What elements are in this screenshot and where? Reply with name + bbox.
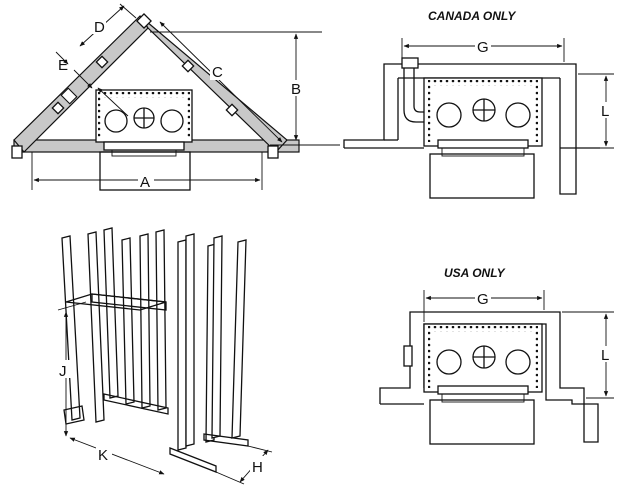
dim-label-c: C xyxy=(212,64,223,81)
corner-fireplace-unit xyxy=(60,87,193,191)
dim-label-l-canada: L xyxy=(601,103,609,120)
dim-label-d: D xyxy=(94,19,105,36)
corner-dimensions xyxy=(31,3,340,190)
corner-install-diagram: A B C D E xyxy=(11,3,340,191)
heading-usa: USA ONLY xyxy=(444,266,506,280)
dim-label-g-canada: G xyxy=(477,39,489,56)
dim-label-j: J xyxy=(59,363,67,380)
dim-label-g-usa: G xyxy=(477,291,489,308)
dim-label-h: H xyxy=(252,459,263,476)
canada-fireplace-unit xyxy=(423,77,543,199)
dim-label-l-usa: L xyxy=(601,347,609,364)
canada-install-diagram xyxy=(343,38,614,199)
usa-install-diagram xyxy=(379,290,614,445)
dim-label-a: A xyxy=(140,174,150,191)
dim-label-k: K xyxy=(98,447,108,464)
dim-label-e: E xyxy=(58,57,68,74)
usa-fireplace-unit xyxy=(423,323,543,445)
framing-diagram xyxy=(57,227,273,485)
heading-canada: CANADA ONLY xyxy=(428,9,516,23)
dim-label-b: B xyxy=(291,81,301,98)
canada-wall xyxy=(343,63,577,195)
